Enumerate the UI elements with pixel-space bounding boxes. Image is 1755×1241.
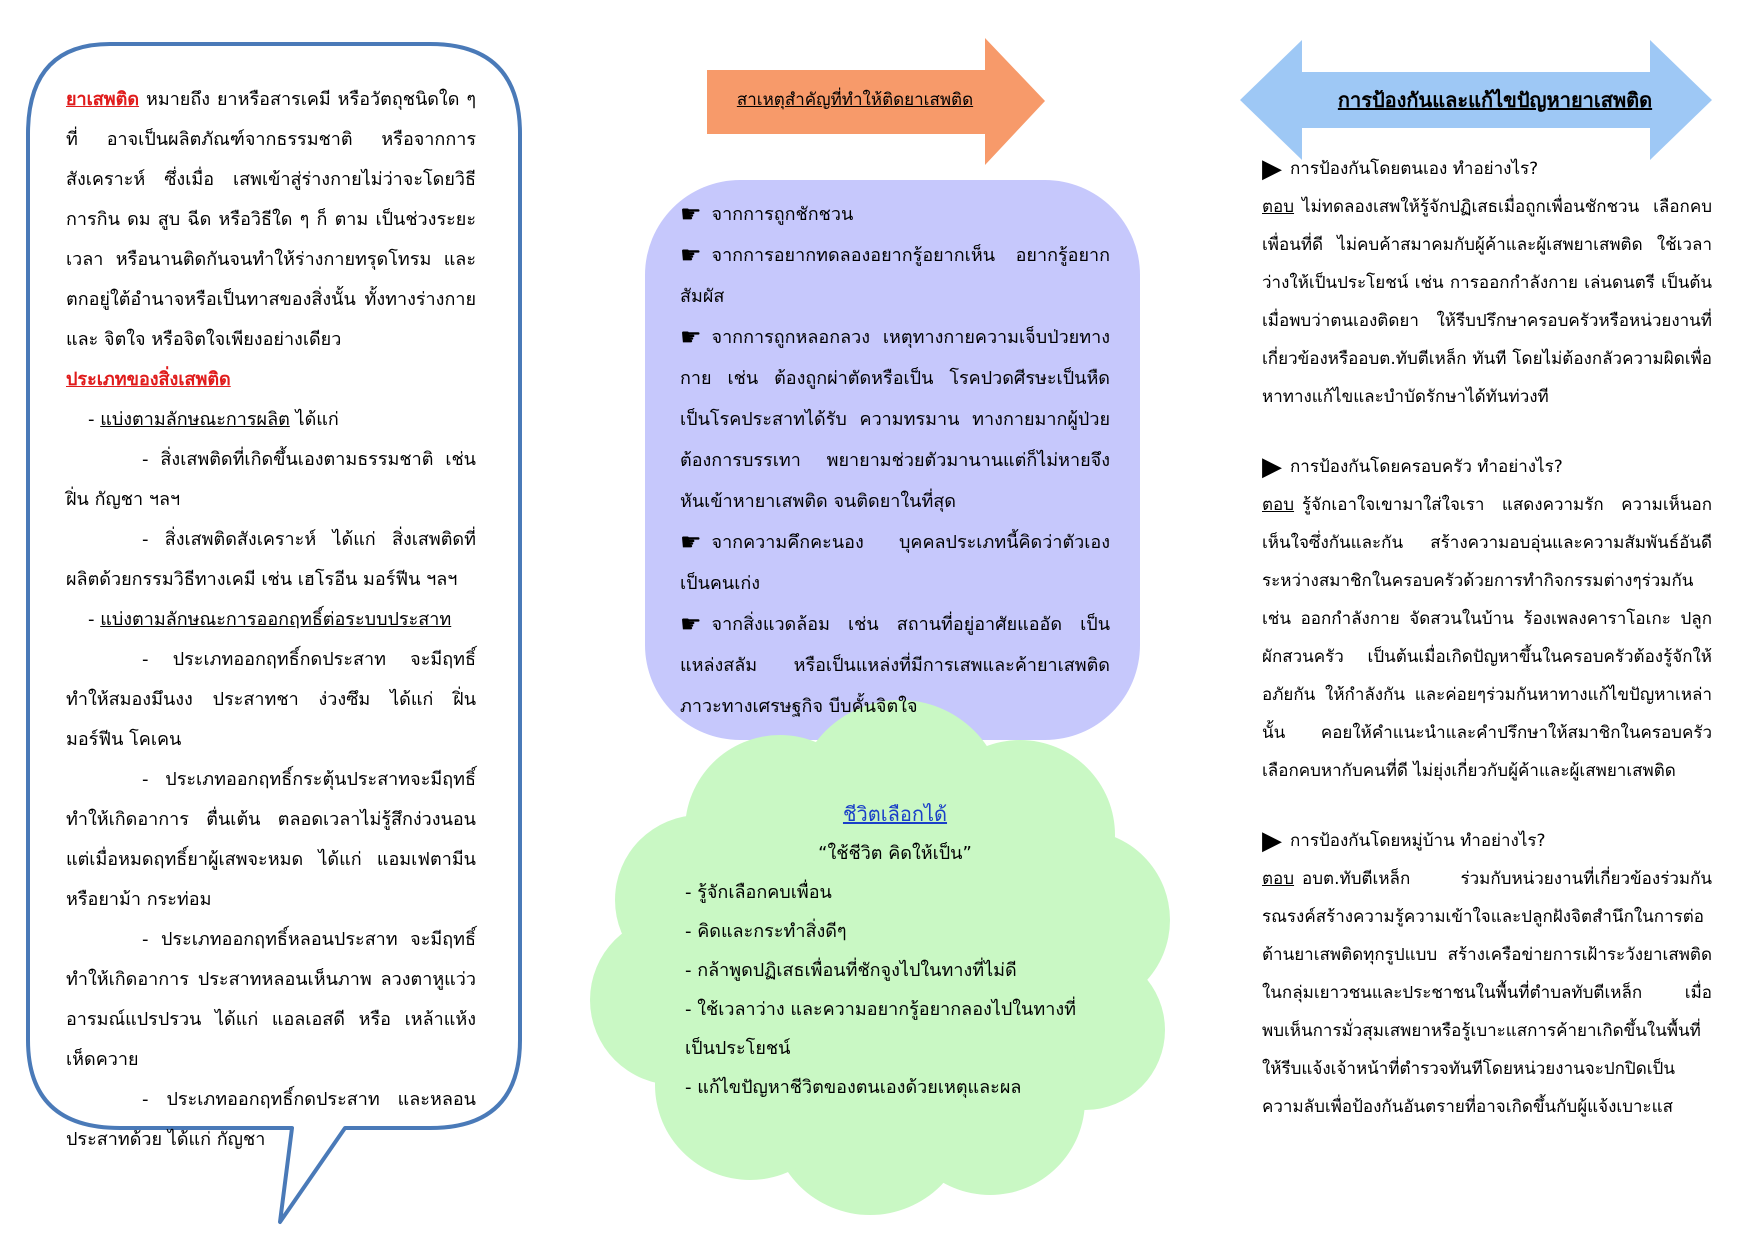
group2-heading: - แบ่งตามลักษณะการออกฤทธิ์ต่อระบบประสาท [88, 609, 452, 630]
pointing-hand-icon: ☛ [680, 610, 702, 638]
prevention-section-self: ▶การป้องกันโดยตนเอง ทำอย่างไร? ตอบไม่ทดล… [1262, 150, 1712, 416]
cause-item: ☛จากการอยากทดลองอยากรู้อยากเห็น อยากรู้อ… [680, 235, 1110, 317]
life-motto: “ใช้ชีวิต คิดให้เป็น” [818, 843, 972, 864]
pointing-hand-icon: ☛ [680, 200, 702, 228]
cause-item: ☛จากการถูกหลอกลวง เหตุทางกายความเจ็บป่วย… [680, 317, 1110, 522]
definition-paragraph: ยาเสพติด หมายถึง ยาหรือสารเคมี หรือวัตถุ… [66, 80, 476, 360]
life-item: - รู้จักเลือกคบเพื่อน [685, 882, 832, 903]
pointing-hand-icon: ☛ [680, 241, 702, 269]
life-item: - แก้ไขปัญหาชีวิตของตนเองด้วยเหตุและผล [685, 1077, 1022, 1098]
prevention-question: ▶การป้องกันโดยครอบครัว ทำอย่างไร? [1262, 448, 1712, 486]
orange-arrow-shape [707, 38, 1045, 165]
causes-panel-shape [645, 180, 1140, 740]
cause-item: ☛จากสิ่งแวดล้อม เช่น สถานที่อยู่อาศัยแออ… [680, 604, 1110, 727]
life-choice-cloud: ชีวิตเลือกได้ “ใช้ชีวิต คิดให้เป็น” - รู… [685, 795, 1105, 1107]
cause-item: ☛จากความคึกคะนอง บุคคลประเภทนี้คิดว่าตัว… [680, 522, 1110, 604]
triangle-bullet-icon: ▶ [1262, 826, 1282, 856]
group2-item: - ประเภทออกฤทธิ์กดประสาท และหลอนประสาทด้… [66, 1089, 476, 1150]
prevention-section-village: ▶การป้องกันโดยหมู่บ้าน ทำอย่างไร? ตอบอบต… [1262, 822, 1712, 1126]
group2-item: - ประเภทออกฤทธิ์กระตุ้นประสาทจะมีฤทธิ์ทำ… [66, 769, 476, 910]
causes-list: ☛จากการถูกชักชวน ☛จากการอยากทดลองอยากรู้… [680, 194, 1110, 727]
group1-heading: - แบ่งตามลักษณะการผลิต ได้แก่ [88, 409, 339, 430]
prevention-answer: ตอบอบต.ทับตีเหล็ก ร่วมกับหน่วยงานที่เกี่… [1262, 869, 1712, 1117]
prevention-column: ▶การป้องกันโดยตนเอง ทำอย่างไร? ตอบไม่ทดล… [1262, 150, 1712, 1158]
term-drug: ยาเสพติด [66, 89, 140, 110]
life-item: - ใช้เวลาว่าง และความอยากรู้อยากลองไปในท… [685, 999, 1076, 1059]
prevention-answer: ตอบรู้จักเอาใจเขามาใส่ใจเรา แสดงความรัก … [1262, 495, 1712, 781]
causes-arrow-label: สาเหตุสำคัญที่ทำให้ติดยาเสพติด [736, 90, 974, 110]
prevention-arrow-label: การป้องกันและแก้ไขปัญหายาเสพติด [1337, 88, 1653, 112]
cause-item: ☛จากการถูกชักชวน [680, 194, 1110, 235]
pointing-hand-icon: ☛ [680, 323, 702, 351]
group1-item: - สิ่งเสพติดสังเคราะห์ ได้แก่ สิ่งเสพติด… [66, 529, 476, 590]
definition-bubble: ยาเสพติด หมายถึง ยาหรือสารเคมี หรือวัตถุ… [66, 80, 476, 1160]
prevention-question: ▶การป้องกันโดยหมู่บ้าน ทำอย่างไร? [1262, 822, 1712, 860]
prevention-question: ▶การป้องกันโดยตนเอง ทำอย่างไร? [1262, 150, 1712, 188]
prevention-answer: ตอบไม่ทดลองเสพให้รู้จักปฏิเสธเมื่อถูกเพื… [1262, 197, 1712, 407]
group2-item: - ประเภทออกฤทธิ์หลอนประสาท จะมีฤทธิ์ทำให… [66, 929, 476, 1070]
speech-bubble-shape [26, 42, 522, 1224]
blue-double-arrow-shape [1240, 40, 1712, 160]
life-item: - คิดและกระทำสิ่งดีๆ [685, 921, 847, 942]
group1-item: - สิ่งเสพติดที่เกิดขึ้นเองตามธรรมชาติ เช… [66, 449, 476, 510]
types-heading: ประเภทของสิ่งเสพติด [66, 369, 231, 390]
group2-item: - ประเภทออกฤทธิ์กดประสาท จะมีฤทธิ์ทำให้ส… [66, 649, 476, 750]
pointing-hand-icon: ☛ [680, 528, 702, 556]
cloud-shape [590, 700, 1170, 1215]
triangle-bullet-icon: ▶ [1262, 452, 1282, 482]
life-item: - กล้าพูดปฏิเสธเพื่อนที่ชักจูงไปในทางที่… [685, 960, 1017, 981]
life-title: ชีวิตเลือกได้ [842, 802, 948, 826]
definition-text: หมายถึง ยาหรือสารเคมี หรือวัตถุชนิดใด ๆ … [66, 89, 476, 350]
prevention-section-family: ▶การป้องกันโดยครอบครัว ทำอย่างไร? ตอบรู้… [1262, 448, 1712, 790]
triangle-bullet-icon: ▶ [1262, 154, 1282, 184]
